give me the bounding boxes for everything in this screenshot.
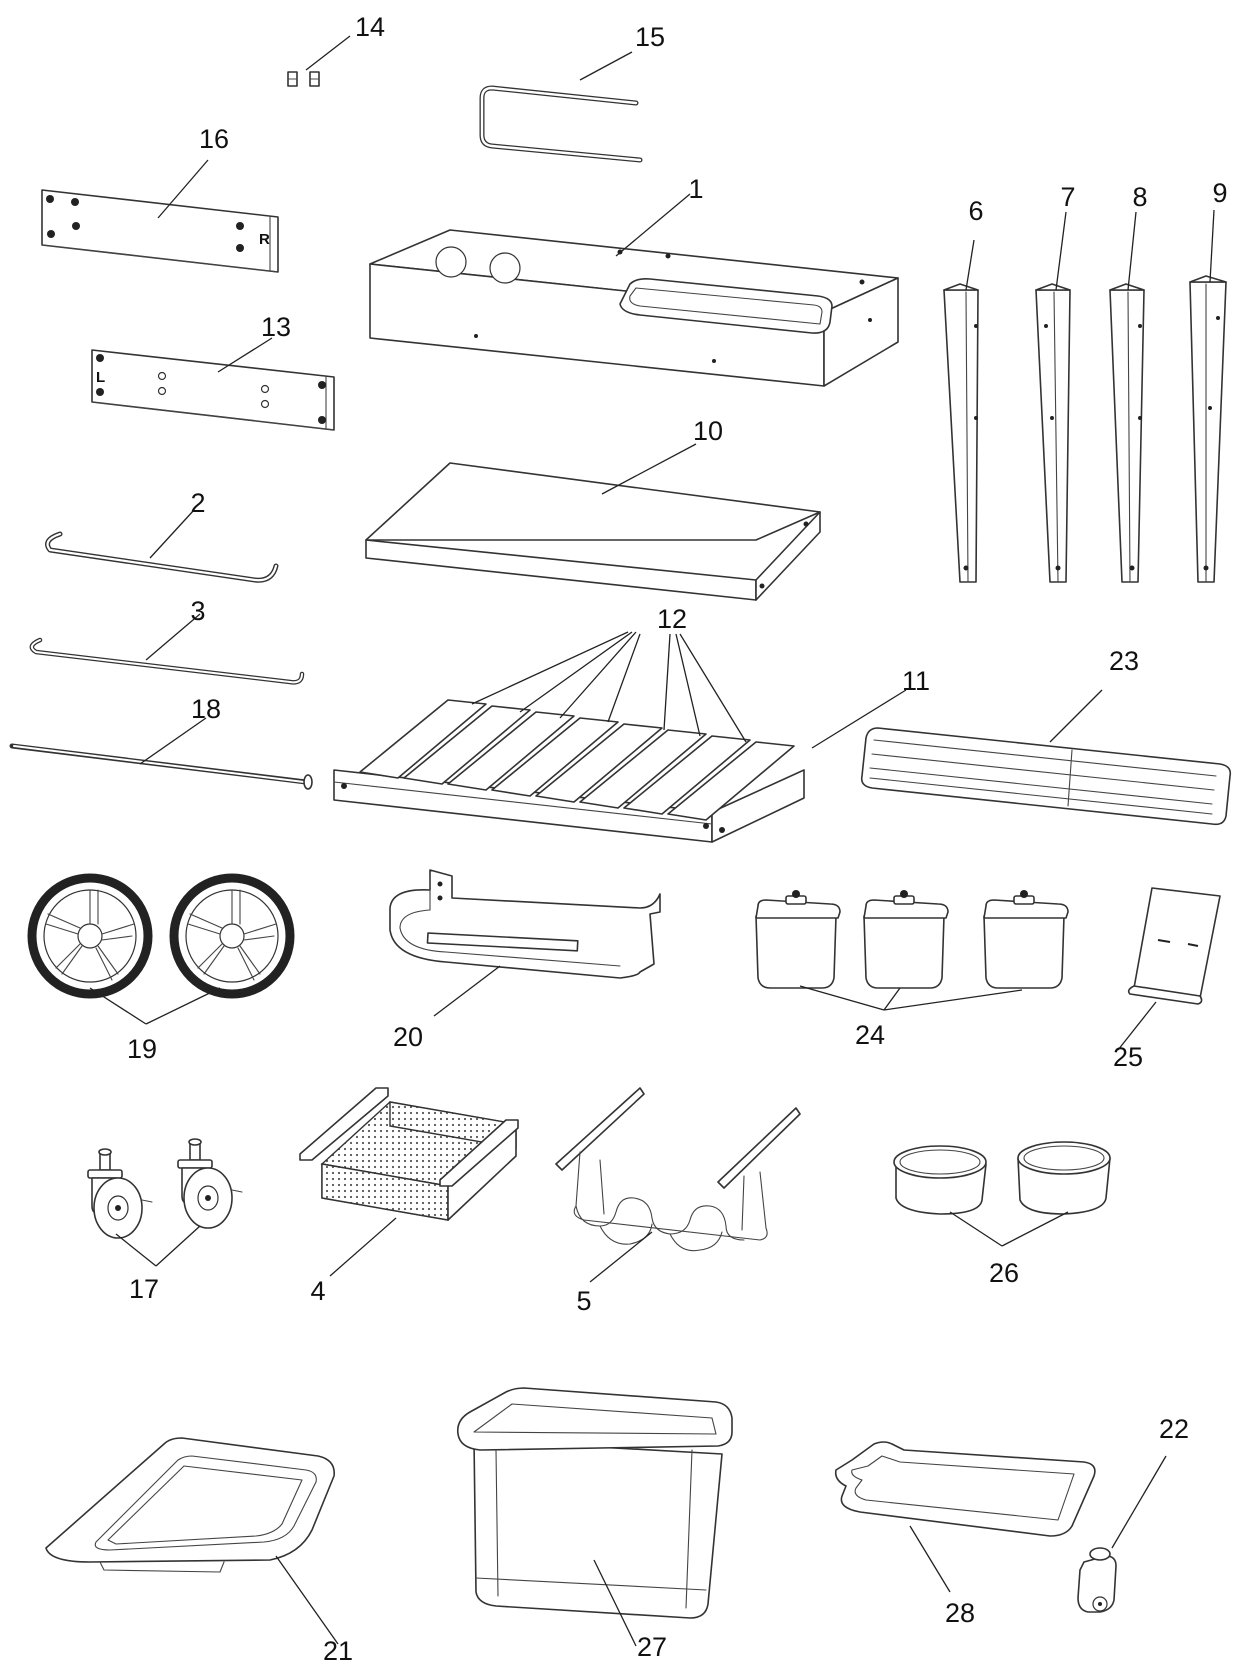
- container-left: [755, 890, 841, 989]
- part-9-leg: [1189, 275, 1227, 583]
- part-13-panel-l: L: [91, 349, 335, 431]
- callout-numbers: 14 15 16 1 6 7 8 9 13 10 2 3 18 12 11 23…: [127, 12, 1228, 1662]
- caster-right: [177, 1138, 243, 1229]
- panel-mark-r: R: [259, 231, 270, 248]
- part-16-panel-r: R: [41, 189, 279, 273]
- callout-3: 3: [190, 596, 205, 626]
- callout-16: 16: [199, 124, 229, 154]
- part-17-casters: [87, 1138, 243, 1239]
- callout-5: 5: [576, 1286, 591, 1316]
- part-20-bracket: [389, 869, 661, 979]
- callout-1: 1: [688, 174, 703, 204]
- callout-17: 17: [129, 1274, 159, 1304]
- callout-23: 23: [1109, 646, 1139, 676]
- part-23-rack: [860, 727, 1232, 826]
- callout-2: 2: [190, 488, 205, 518]
- callout-21: 21: [323, 1636, 353, 1662]
- part-12-slats: [359, 699, 795, 821]
- callout-4: 4: [310, 1276, 325, 1306]
- container-right: [983, 890, 1069, 989]
- part-1-top-counter: [369, 229, 899, 387]
- part-3-long-handle: [29, 637, 305, 685]
- callout-6: 6: [968, 196, 983, 226]
- callout-26: 26: [989, 1258, 1019, 1288]
- part-6-leg: [943, 283, 979, 583]
- callout-13: 13: [261, 312, 291, 342]
- part-18-axle: [9, 743, 313, 790]
- part-19-wheels: [27, 873, 295, 999]
- callout-14: 14: [355, 12, 385, 42]
- callout-25: 25: [1113, 1042, 1143, 1072]
- part-2-handle: [45, 531, 279, 583]
- part-26-bowls: [893, 1141, 1111, 1215]
- part-4-mesh-basket: [299, 1087, 519, 1221]
- callout-28: 28: [945, 1598, 975, 1628]
- part-14-clips: [287, 71, 320, 87]
- callout-19: 19: [127, 1034, 157, 1064]
- callout-7: 7: [1060, 182, 1075, 212]
- callout-9: 9: [1212, 178, 1227, 208]
- part-24-containers: [755, 890, 1069, 989]
- part-7-leg: [1035, 283, 1071, 583]
- callout-11: 11: [902, 666, 930, 696]
- caster-left: [87, 1148, 153, 1239]
- panel-mark-l: L: [96, 369, 105, 386]
- callout-12: 12: [657, 604, 687, 634]
- part-21-tray: [45, 1437, 335, 1573]
- callout-27: 27: [637, 1632, 667, 1662]
- part-15-rod-handle: [479, 85, 643, 163]
- part-10-shelf-board: [365, 462, 821, 601]
- part-5-wine-rack: [555, 1087, 801, 1252]
- part-25-holder: [1127, 887, 1221, 1005]
- callout-20: 20: [393, 1022, 423, 1052]
- callout-24: 24: [855, 1020, 885, 1050]
- part-11-shelf-frame: [333, 769, 805, 843]
- callout-18: 18: [191, 694, 221, 724]
- callout-10: 10: [693, 416, 723, 446]
- callout-22: 22: [1159, 1414, 1189, 1444]
- part-22-latch: [1077, 1547, 1117, 1613]
- container-middle: [863, 890, 949, 989]
- part-28-gasket: [834, 1441, 1096, 1537]
- part-8-leg: [1109, 283, 1145, 583]
- callout-8: 8: [1132, 182, 1147, 212]
- callout-15: 15: [635, 22, 665, 52]
- part-27-bin: [456, 1387, 733, 1619]
- leader-lines: [89, 35, 1215, 1647]
